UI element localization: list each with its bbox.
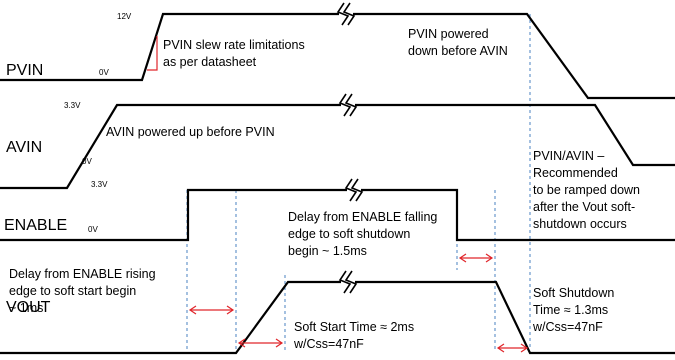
vout-waveform: [0, 280, 675, 355]
note-line: shutdown occurs: [533, 217, 627, 231]
break-symbol: [344, 178, 364, 202]
note-line: edge to soft shutdown: [288, 227, 410, 241]
break-symbol: [338, 93, 358, 117]
break-symbol: [338, 270, 358, 294]
delay-arrows: [188, 253, 529, 353]
note-line: begin ~ 1.5ms: [288, 244, 367, 258]
note-line: w/Css=47nF: [532, 320, 603, 334]
enable-low-level: 0V: [88, 225, 98, 234]
note-line: w/Css=47nF: [293, 337, 364, 351]
avin-label: AVIN: [6, 139, 42, 156]
note-line: PVIN powered: [408, 27, 489, 41]
soft-shutdown-note: Soft Shutdown Time ≈ 1.3ms w/Css=47nF: [532, 286, 618, 334]
note-line: edge to soft start begin: [9, 284, 136, 298]
arrow-soft-start-time: [237, 338, 284, 348]
vout-label: VOUT: [6, 299, 51, 316]
note-line: Soft Shutdown: [533, 286, 614, 300]
pvin-label: PVIN: [6, 62, 43, 79]
enable-high-level: 3.3V: [91, 180, 108, 189]
note-line: Delay from ENABLE rising: [9, 267, 156, 281]
arrow-enable-rise-delay: [188, 305, 235, 315]
avin-waveform: [0, 103, 675, 190]
note-line: PVIN/AVIN –: [533, 149, 604, 163]
pvin-high-level: 12V: [117, 12, 132, 21]
note-line: Recommended: [533, 166, 618, 180]
note-line: Time ≈ 1.3ms: [533, 303, 608, 317]
pvin-waveform: [0, 12, 675, 100]
note-line: as per datasheet: [163, 55, 257, 69]
note-line: to be ramped down: [533, 183, 640, 197]
pvin-slew-note: PVIN slew rate limitations as per datash…: [163, 38, 308, 69]
pvin-low-level: 0V: [99, 68, 109, 77]
enable-waveform: [0, 188, 675, 242]
enable-label: ENABLE: [4, 217, 67, 234]
avin-low-level: 0V: [82, 157, 92, 166]
note-line: after the Vout soft-: [533, 200, 635, 214]
soft-start-note: Soft Start Time ≈ 2ms w/Css=47nF: [293, 320, 418, 351]
enable-falling-delay-note: Delay from ENABLE falling edge to soft s…: [288, 210, 441, 258]
ramp-down-note: PVIN/AVIN – Recommended to be ramped dow…: [533, 149, 644, 231]
arrow-enable-fall-delay: [458, 253, 494, 263]
note-line: ~ 1ms: [9, 301, 43, 315]
avin-high-level: 3.3V: [64, 101, 81, 110]
slew-rate-bracket: [147, 36, 158, 71]
avin-powered-up-note: AVIN powered up before PVIN: [106, 125, 275, 139]
note-line: Delay from ENABLE falling: [288, 210, 437, 224]
note-line: AVIN powered up before PVIN: [106, 125, 275, 139]
note-line: PVIN slew rate limitations: [163, 38, 305, 52]
note-line: down before AVIN: [408, 44, 508, 58]
break-symbol: [336, 2, 356, 26]
enable-rising-delay-note: Delay from ENABLE rising edge to soft st…: [9, 267, 159, 315]
pvin-powered-down-note: PVIN powered down before AVIN: [408, 27, 508, 58]
arrow-soft-shutdown-time: [496, 343, 529, 353]
note-line: Soft Start Time ≈ 2ms: [294, 320, 414, 334]
